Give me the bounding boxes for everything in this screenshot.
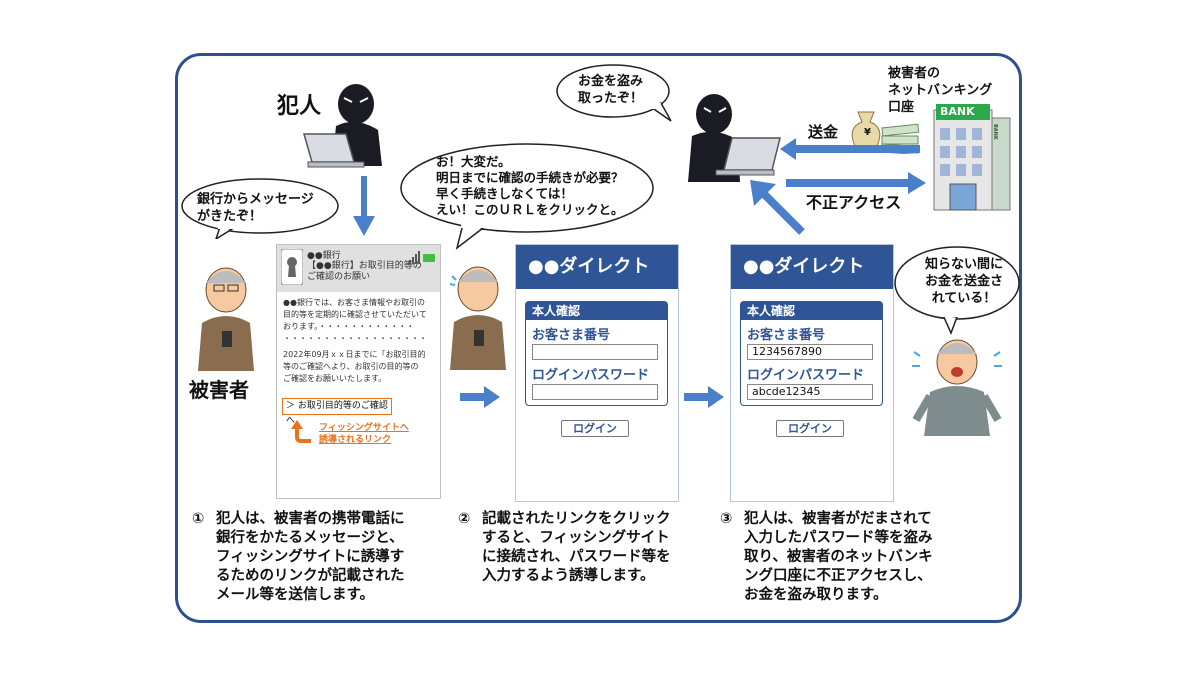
phishing-site-phone-filled: ●●ダイレクト 本人確認 お客さま番号 1234567890 ログインパスワード…: [730, 244, 894, 502]
arrow-diagonal-to-criminal: [750, 180, 805, 235]
caption-2-number: ②: [458, 511, 471, 527]
curved-arrow-up-icon: [291, 420, 311, 443]
form-title: 本人確認: [526, 302, 667, 320]
victim-message-bubble: [181, 178, 339, 239]
password-input[interactable]: [532, 384, 658, 400]
arrow-left-transfer: [780, 138, 920, 160]
phishing-mail-screen: ●●銀行 【●●銀行】お取引目的等の ご確認のお願い ●●銀行では、お客さま情報…: [276, 244, 441, 499]
customer-number-label: お客さま番号: [532, 328, 611, 343]
victim-message-text: 銀行からメッセージ がきたぞ！: [197, 192, 314, 224]
unauthorized-access-label: 不正アクセス: [806, 193, 902, 212]
phishing-site-phone-empty: ●●ダイレクト 本人確認 お客さま番号 ログインパスワード ログイン: [515, 244, 679, 502]
customer-number-label: お客さま番号: [747, 328, 826, 343]
criminal-with-laptop-figure: [303, 84, 382, 168]
phishing-link[interactable]: ＞ お取引目的等のご確認へ: [282, 398, 392, 426]
password-input[interactable]: abcde12345: [747, 384, 873, 400]
login-form: 本人確認 お客さま番号 1234567890 ログインパスワード abcde12…: [740, 301, 883, 406]
phishing-link-annotation: フィッシングサイトへ 誘導されるリンク: [319, 423, 409, 445]
phone-header: ●●ダイレクト: [731, 245, 893, 289]
victim-account-label: 被害者の ネットバンキング 口座: [888, 66, 993, 115]
arrow-right-step3: [684, 386, 724, 408]
mail-body-intro: ●●銀行では、お客さま情報やお取引の 目的等を定期的に確認させていただいて おり…: [283, 298, 427, 343]
victim-unaware-text: 知らない間に お金を送金さ れている！: [924, 257, 1003, 306]
caption-1-number: ①: [192, 511, 205, 527]
transfer-label: 送金: [808, 123, 839, 141]
password-label: ログインパスワード: [747, 368, 865, 383]
criminal-with-laptop-figure-2: [688, 94, 781, 182]
password-label: ログインパスワード: [532, 368, 650, 383]
bank-side-sign: BANK: [992, 124, 998, 140]
customer-number-input[interactable]: 1234567890: [747, 344, 873, 360]
keyhole-icon: [281, 249, 303, 285]
login-form: 本人確認 お客さま番号 ログインパスワード: [525, 301, 668, 406]
yen-mark: ¥: [864, 127, 871, 138]
mail-body-deadline: 2022年09月ｘｘ日までに「お取引目的 等のご確認へより、お取引の目的等の ご…: [283, 350, 426, 383]
mail-sender: ●●銀行: [307, 251, 341, 261]
caption-2-text: 記載されたリンクをクリック すると、フィッシングサイト に接続され、パスワード等…: [482, 511, 671, 584]
login-button[interactable]: ログイン: [561, 420, 629, 437]
victim-panic-bubble: [400, 143, 654, 250]
caption-3-number: ③: [720, 511, 733, 527]
victim-shocked-figure: [912, 339, 1002, 436]
mail-header: ●●銀行 【●●銀行】お取引目的等の ご確認のお願い: [277, 245, 440, 292]
phone-header: ●●ダイレクト: [516, 245, 678, 289]
login-button[interactable]: ログイン: [776, 420, 844, 437]
caption-1-text: 犯人は、被害者の携帯電話に 銀行をかたるメッセージと、 フィッシングサイトに誘導…: [216, 511, 405, 603]
customer-number-input[interactable]: [532, 344, 658, 360]
criminal-label: 犯人: [277, 94, 322, 119]
arrow-down-to-mail: [353, 176, 375, 236]
form-title: 本人確認: [741, 302, 882, 320]
criminal-stole-text: お金を盗み 取ったぞ！: [578, 74, 644, 106]
arrow-right-unauthorized: [786, 172, 926, 194]
victim-elderly-man-figure: [198, 267, 254, 371]
victim-panicking-figure: [449, 266, 506, 370]
victim-unaware-bubble: [894, 246, 1020, 335]
arrow-right-step2: [460, 386, 500, 408]
victim-panic-text: お！大変だ。 明日までに確認の手続きが必要？ 早く手続きしなくては！ えい！この…: [436, 154, 624, 217]
bank-sign: BANK: [940, 105, 975, 118]
criminal-stole-bubble: [556, 64, 672, 122]
victim-label: 被害者: [189, 378, 249, 402]
caption-3-text: 犯人は、被害者がだまされて 入力したパスワード等を盗み 取り、被害者のネットバン…: [744, 511, 933, 603]
mail-subject: 【●●銀行】お取引目的等の ご確認のお願い: [307, 261, 422, 282]
bank-building-icon: [933, 104, 1011, 211]
signal-battery-icon: [409, 251, 435, 264]
